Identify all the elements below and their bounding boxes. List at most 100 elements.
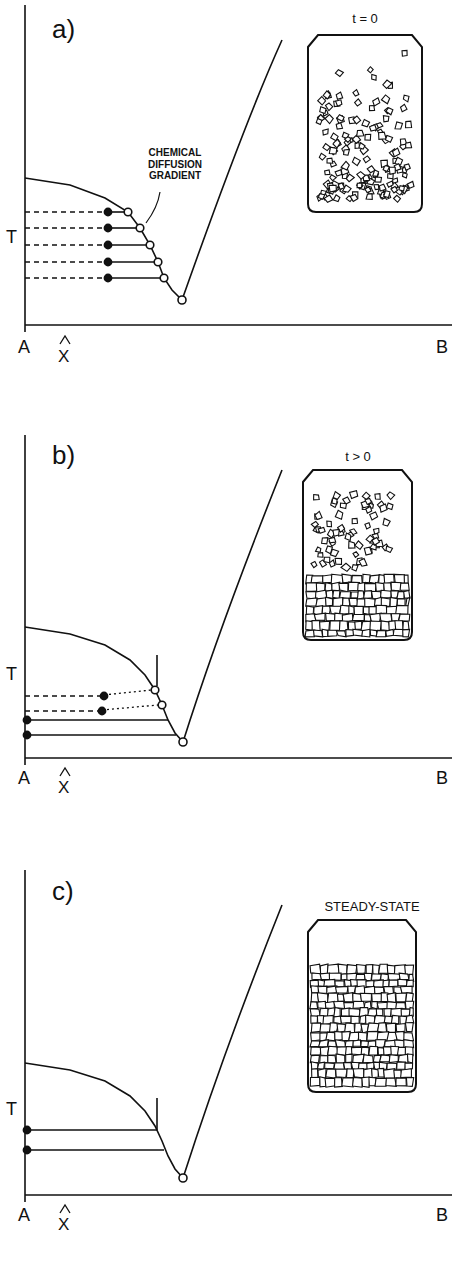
crystal-grain: [379, 132, 387, 139]
grains: [316, 50, 414, 202]
sintered-grain: [401, 1069, 412, 1078]
sintered-grain: [353, 1054, 365, 1063]
crystal-grain: [350, 491, 358, 499]
crystal-grain: [393, 178, 398, 183]
sintered-grain: [325, 1002, 334, 1009]
crystal-grain: [330, 148, 338, 155]
crystal-grain: [366, 194, 372, 200]
sintered-grain: [371, 974, 381, 981]
crystal-grain: [326, 103, 333, 111]
sintered-grain: [357, 965, 366, 974]
crystal-grain: [401, 104, 408, 111]
crystal-grain: [327, 521, 332, 527]
crystal-grain: [333, 529, 339, 536]
sintered-grain: [376, 1009, 383, 1016]
crystal-grain: [363, 156, 370, 163]
eutectic-line: [25, 1194, 452, 1196]
crystal-grain: [322, 538, 328, 544]
sintered-grain: [396, 993, 407, 1002]
component-label: B: [436, 769, 448, 787]
crystal-grain: [329, 537, 336, 543]
sintered-grain: [405, 1023, 413, 1032]
crystal-grain: [336, 92, 343, 99]
crystal-grain: [345, 137, 352, 143]
crystal-grain: [372, 75, 377, 81]
sintered-grain: [381, 590, 392, 597]
crystal-grain: [383, 518, 390, 526]
crystal-grain: [391, 187, 398, 193]
liquidus-a: [25, 627, 183, 742]
callout-text: CHEMICAL DIFFUSION GRADIENT: [137, 147, 213, 182]
sintered-grain: [342, 574, 351, 583]
crystal-grain: [341, 563, 351, 571]
crucible: [308, 920, 416, 1092]
sintered-grain: [375, 1078, 387, 1086]
sintered-grain: [336, 631, 346, 637]
eutectic-point: [179, 1174, 187, 1182]
sintered-grain: [403, 629, 410, 637]
leader-line: [146, 192, 160, 223]
crystal-grain: [370, 106, 375, 111]
crystal-grain: [355, 541, 363, 550]
composition-label: X: [58, 1216, 69, 1233]
crystal-grain: [338, 183, 344, 189]
liquid-circles: [124, 208, 168, 282]
crystal-grain: [335, 510, 343, 519]
solid-dots: [23, 1126, 30, 1153]
panel-letter: c): [52, 878, 74, 904]
component-label: A: [18, 338, 30, 356]
sintered-grain: [349, 606, 354, 614]
sintered-grain: [400, 986, 412, 993]
crystal-grain: [395, 122, 403, 129]
sintered-grain: [320, 1024, 331, 1032]
panel-b: [23, 435, 452, 776]
crystal-grain: [387, 492, 395, 500]
crystal-grain: [381, 95, 389, 104]
sintered-grain: [319, 1040, 329, 1047]
sintered-grain: [326, 613, 336, 621]
liquidus-a: [25, 178, 182, 300]
crystal-grain: [353, 116, 361, 124]
crystal-grain: [377, 123, 383, 128]
crystal-grain: [331, 133, 338, 141]
sintered-grain: [318, 986, 327, 993]
composition-label: X: [58, 779, 69, 796]
sintered-grain: [404, 591, 410, 599]
sintered-grain: [353, 1077, 363, 1087]
sintered-grain: [386, 630, 394, 637]
crystal-grain: [318, 97, 326, 106]
liquidus-b: [183, 905, 282, 1178]
panel-c: [23, 870, 452, 1213]
crystal-grain: [365, 186, 371, 192]
crystal-grain: [335, 70, 343, 77]
sintered-grain: [407, 1054, 412, 1063]
time-label: t = 0: [352, 12, 378, 25]
sintered-grain: [352, 615, 364, 621]
crystal-grain: [334, 140, 341, 147]
crystal-grain: [323, 129, 328, 135]
axis-label: T: [6, 228, 17, 246]
component-label: A: [18, 1206, 30, 1224]
sintered-grain: [314, 613, 325, 620]
sintered-grain: [383, 980, 389, 987]
crystal-grain: [340, 503, 346, 509]
crystal-grain: [357, 183, 362, 188]
crystal-grain: [345, 533, 351, 540]
sintered-grain: [349, 1032, 360, 1040]
crystal-grain: [344, 149, 350, 155]
sintered-grain: [318, 1062, 325, 1069]
crystal-grain: [386, 546, 393, 552]
caret-mark: [60, 1205, 70, 1213]
crystal-grain: [365, 498, 372, 504]
t-axis: [24, 435, 26, 765]
crystal-grain: [372, 538, 380, 545]
sintered-grain: [363, 1055, 373, 1063]
sintered-grain: [343, 993, 353, 1002]
crystal-grain: [399, 186, 405, 191]
sintered-grain: [396, 1078, 406, 1086]
eutectic-point: [179, 738, 187, 746]
sintered-grain: [353, 1040, 361, 1046]
crystal-grain: [403, 95, 409, 102]
axis-label: T: [6, 665, 17, 683]
sintered-grain: [389, 980, 398, 987]
